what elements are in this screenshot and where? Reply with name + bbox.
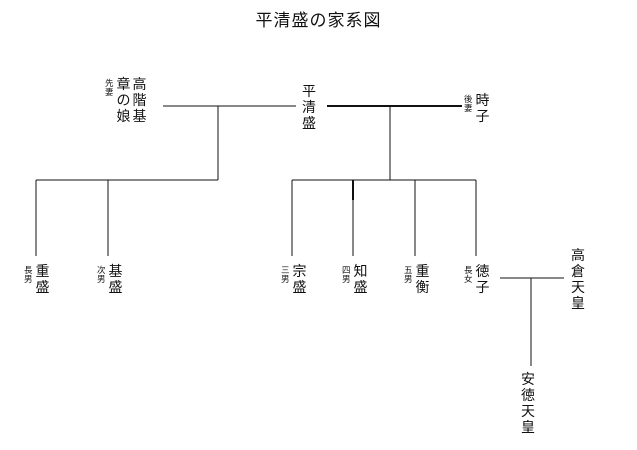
person-takashina-daughter: 高階基章の娘 先妻: [105, 77, 147, 125]
person-name: 重衡: [415, 264, 430, 296]
person-name: 高倉天皇: [571, 248, 585, 312]
person-note: 長男: [24, 266, 33, 285]
person-takakura: 高倉天皇: [571, 248, 585, 312]
person-tomomori: 知盛 四男: [342, 264, 368, 296]
person-tokuko: 徳子 長女: [464, 264, 490, 296]
person-shigemori: 重盛 長男: [24, 264, 50, 296]
person-name: 安徳天皇: [521, 372, 535, 436]
person-name: 平清盛: [302, 84, 316, 132]
person-name: 知盛: [353, 264, 368, 296]
person-motomori: 基盛 次男: [97, 264, 123, 296]
person-note: 五男: [404, 266, 413, 285]
person-antoku: 安徳天皇: [521, 372, 535, 436]
person-shigehira: 重衡 五男: [404, 264, 430, 296]
person-kiyomori: 平清盛: [302, 84, 316, 132]
diagram-title: 平清盛の家系図: [255, 11, 382, 31]
person-munemori: 宗盛 三男: [281, 264, 307, 296]
person-note: 四男: [342, 266, 351, 285]
person-note: 三男: [281, 266, 290, 285]
person-note: 長女: [464, 266, 473, 285]
person-name: 徳子: [475, 264, 490, 296]
person-note: 先妻: [105, 79, 114, 98]
person-tokiko: 時子 後妻: [464, 93, 490, 125]
person-name: 時子: [475, 93, 490, 125]
person-name: 重盛: [35, 264, 50, 296]
person-note: 後妻: [464, 95, 473, 114]
person-name: 宗盛: [292, 264, 307, 296]
person-name: 高階基章の娘: [116, 77, 147, 125]
person-name: 基盛: [108, 264, 123, 296]
person-note: 次男: [97, 266, 106, 285]
